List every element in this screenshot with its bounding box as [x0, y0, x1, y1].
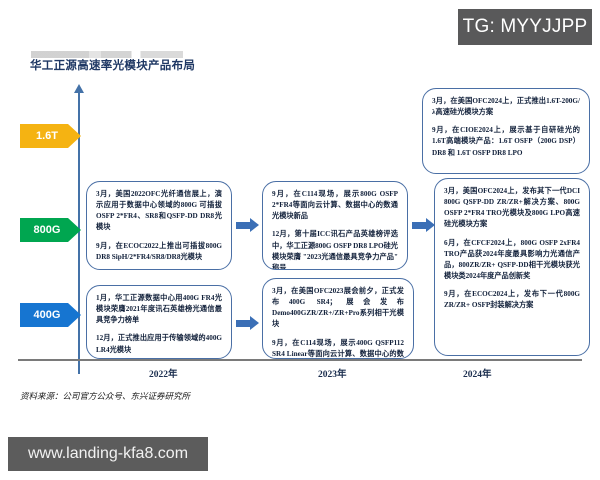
arrow-right-icon	[426, 218, 435, 232]
tier-label-800g: 800G	[20, 218, 81, 242]
tier-label-1-6t: 1.6T	[20, 124, 81, 148]
milestone-box-800g-2022: 3月，美国2022OFC光纤通信展上，演示应用于数据中心领域的800G 可插拔O…	[86, 181, 232, 270]
tier-label-400g: 400G	[20, 303, 81, 327]
arrow-right-icon	[250, 316, 259, 330]
milestone-paragraph: 9月，在CIOE2024上，展示基于自研硅光的1.6T高端模块产品：1.6T O…	[432, 126, 580, 157]
milestone-paragraph: 9月，在ECOC2024上，发布下一代800G ZR/ZR+ OSFP封装解决方…	[444, 290, 580, 310]
milestone-paragraph: 3月，美国2022OFC光纤通信展上，演示应用于数据中心领域的800G 可插拔O…	[96, 190, 222, 232]
milestone-box-800g-2023: 9月，在C114现场，展示800G OSFP 2*FR4等面向云计算、数据中心的…	[262, 181, 408, 270]
milestone-paragraph: 9月，在C114现场，展示400G QSFP112 SR4 Linear等面向云…	[272, 338, 404, 358]
milestone-paragraph: 6月，在CFCF2024上，800G OSFP 2xFR4 TRO产品获2024…	[444, 238, 580, 281]
arrow-stem	[412, 221, 426, 229]
page-title: 华工正源高速率光模块产品布局	[30, 60, 196, 72]
tier-label-800g-text: 800G	[20, 218, 68, 242]
milestone-box-800g-2024: 3月，美国OFC2024上，发布其下一代DCI 800G QSFP-DD ZR/…	[434, 178, 590, 356]
connector-arrow-800g-2023-to-2024	[412, 218, 435, 232]
axis-label-2023: 2023年	[318, 370, 347, 380]
milestone-paragraph: 9月，在C114现场，展示800G OSFP 2*FR4等面向云计算、数据中心的…	[272, 190, 398, 221]
tier-label-400g-text: 400G	[20, 303, 68, 327]
axis-label-2022: 2022年	[149, 370, 178, 380]
milestone-paragraph: 1月，华工正源数据中心用400G FR4光模块荣膺2021年度讯石英雄榜光通信最…	[96, 294, 222, 325]
arrow-right-icon	[250, 218, 259, 232]
title-highlight-bar	[31, 51, 183, 58]
milestone-paragraph: 12月，第十届ICC讯石产品英雄榜评选中，华工正源800G OSFP DR8 L…	[272, 230, 398, 270]
axis-label-2024: 2024年	[463, 370, 492, 380]
horizontal-axis-line	[18, 359, 582, 361]
source-note: 资料来源：公司官方公众号、东兴证券研究所	[20, 391, 191, 401]
timeline-chart: 1.6T 800G 400G 3月，在美国OFC2024上，正式推出1.6T-2…	[0, 78, 600, 380]
milestone-box-400g-2023: 3月，在美国OFC2023展会前夕，正式发布400G SR4；展会发布Demo4…	[262, 278, 414, 359]
vertical-axis-arrow-icon	[73, 84, 84, 93]
arrow-right-icon	[68, 124, 81, 148]
milestone-paragraph: 12月，正式推出应用于传输领域的400G LR4光模块	[96, 334, 222, 354]
arrow-stem	[236, 221, 250, 229]
milestone-paragraph: 3月，美国OFC2024上，发布其下一代DCI 800G QSFP-DD ZR/…	[444, 187, 580, 229]
connector-arrow-400g-2022-to-2023	[236, 316, 259, 330]
milestone-paragraph: 3月，在美国OFC2023展会前夕，正式发布400G SR4；展会发布Demo4…	[272, 287, 404, 329]
milestone-paragraph: 3月，在美国OFC2024上，正式推出1.6T-200G/λ高速硅光模块方案	[432, 97, 580, 117]
tg-watermark-badge: TG: MYYJJPP	[458, 9, 592, 45]
connector-arrow-800g-2022-to-2023	[236, 218, 259, 232]
site-watermark: www.landing-kfa8.com	[8, 437, 208, 471]
figure-title-block: 华工正源高速率光模块产品布局	[30, 51, 196, 73]
milestone-box-1-6t-2024: 3月，在美国OFC2024上，正式推出1.6T-200G/λ高速硅光模块方案 9…	[422, 88, 590, 174]
arrow-right-icon	[68, 303, 81, 327]
milestone-paragraph: 9月，在ECOC2022上推出可插拔800G DR8 SipH/2*FR4/SR…	[96, 241, 222, 261]
arrow-stem	[236, 319, 250, 327]
tier-label-1-6t-text: 1.6T	[20, 124, 68, 148]
milestone-box-400g-2022: 1月，华工正源数据中心用400G FR4光模块荣膺2021年度讯石英雄榜光通信最…	[86, 285, 232, 359]
arrow-right-icon	[68, 218, 81, 242]
